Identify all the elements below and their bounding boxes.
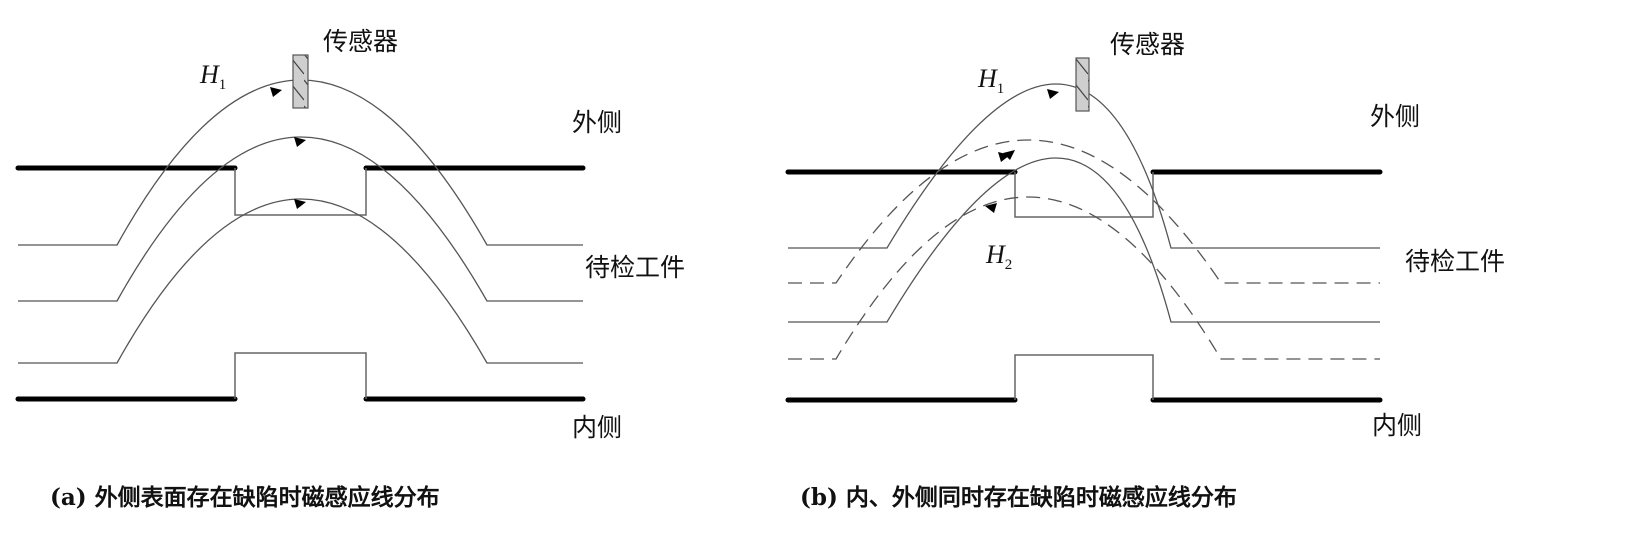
inner-side-label: 内侧 (572, 413, 623, 442)
inner-wall-bump (1014, 354, 1154, 400)
sensor (1075, 57, 1090, 112)
caption-b: (b) 内、外侧同时存在缺陷时磁感应线分布 (800, 484, 1237, 511)
field-lines (18, 79, 583, 364)
h1-label: H1 (200, 60, 227, 94)
h1-label: H1 (978, 64, 1005, 98)
outer-side-label: 外侧 (572, 108, 623, 137)
sensor-label: 传感器 (1110, 30, 1186, 59)
panel-a-drawing (15, 54, 586, 402)
outer-defect (234, 168, 367, 216)
outer-defect (1014, 172, 1154, 218)
field-lines-h2-dashed (788, 139, 1380, 360)
outer-side-label: 外侧 (1370, 102, 1421, 131)
sensor (292, 54, 309, 109)
caption-a: (a) 外侧表面存在缺陷时磁感应线分布 (50, 484, 440, 511)
workpiece-label: 待检工件 (585, 253, 686, 282)
arrow-icon (270, 87, 306, 209)
inner-side-label: 内侧 (1372, 411, 1423, 440)
workpiece-label: 待检工件 (1405, 247, 1506, 276)
sensor-label: 传感器 (323, 27, 399, 56)
arrow-icon (985, 89, 1059, 213)
inner-wall-bump (234, 352, 367, 399)
panel-b-drawing (785, 57, 1383, 403)
field-lines-h1 (788, 83, 1380, 323)
h2-label: H2 (986, 240, 1013, 274)
